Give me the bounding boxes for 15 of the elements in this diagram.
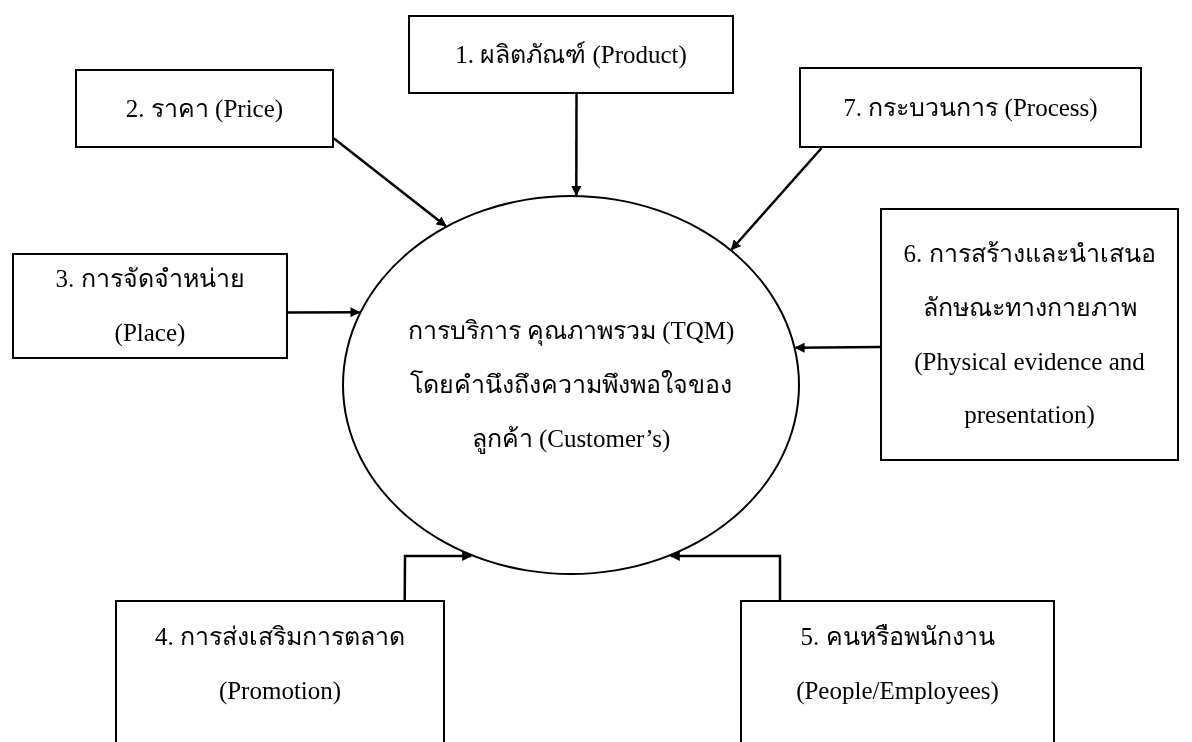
text-box: 2. ราคา (Price)	[75, 69, 334, 148]
arrow	[571, 94, 582, 197]
ellipse-node: การบริการ คุณภาพรวม (TQM) โดยคำนึงถึงความพึงพอใจของลูกค้า (Customer’s)	[342, 195, 800, 575]
text-box: 4. การส่งเสริมการตลาด (Promotion)	[115, 600, 445, 742]
text-box: 1. ผลิตภัณฑ์ (Product)	[408, 15, 734, 94]
text-box: 7. กระบวนการ (Process)	[799, 67, 1142, 148]
text-box: 5. คนหรือพนักงาน (People/Employees)	[740, 600, 1055, 742]
text-box: 3. การจัดจำหน่าย (Place)	[12, 253, 288, 359]
arrow	[730, 147, 823, 251]
arrow	[288, 307, 361, 318]
arrow	[669, 551, 782, 600]
arrow	[794, 342, 880, 353]
arrow	[333, 137, 447, 227]
text-box: 6. การสร้างและนำเสนอลักษณะทางกายภาพ (Physical evidence and presentation)	[880, 208, 1179, 461]
arrow	[403, 551, 473, 600]
